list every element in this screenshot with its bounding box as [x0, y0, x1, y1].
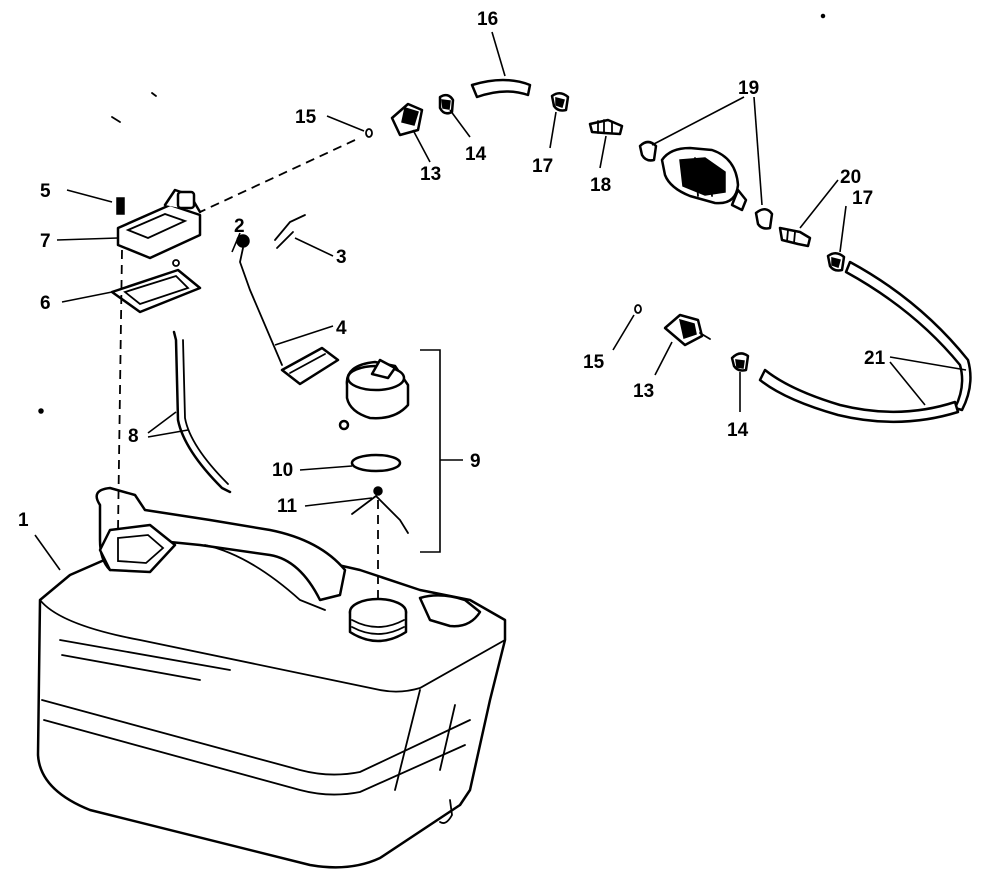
callout-15a: 15 — [295, 107, 317, 128]
alignment-lines — [117, 139, 379, 600]
callout-4: 4 — [336, 318, 347, 339]
callout-7: 7 — [40, 231, 51, 252]
callout-9: 9 — [470, 451, 481, 472]
cap-tether — [351, 486, 409, 534]
callout-15b: 15 — [583, 352, 605, 373]
callout-20: 20 — [840, 167, 861, 188]
callout-21: 21 — [864, 348, 886, 369]
callout-17a: 17 — [532, 156, 553, 177]
fuel-tank — [36, 486, 507, 869]
callout-14a: 14 — [465, 144, 487, 165]
o-ring-connector — [365, 128, 373, 138]
fuel-hose — [758, 260, 972, 424]
fuel-cap — [338, 358, 410, 431]
gasket — [110, 268, 202, 314]
callout-6: 6 — [40, 293, 51, 314]
callout-17b: 17 — [852, 188, 873, 209]
o-ring-small — [172, 259, 180, 267]
o-ring-engine — [634, 304, 642, 314]
short-hose — [470, 78, 532, 99]
callout-10: 10 — [272, 460, 293, 481]
clamp-17-lower — [826, 252, 846, 272]
callout-18: 18 — [590, 175, 611, 196]
engine-connector — [663, 313, 711, 347]
callout-19: 19 — [738, 78, 759, 99]
float-arm-assembly — [236, 234, 340, 386]
callout-8: 8 — [128, 426, 139, 447]
clamp-17-upper — [550, 92, 570, 112]
callout-3: 3 — [336, 247, 347, 268]
callout-11: 11 — [277, 496, 298, 517]
leader-lines — [34, 31, 967, 571]
screw — [116, 197, 125, 215]
print-specks — [38, 13, 826, 414]
fuel-pickup-cover — [116, 188, 202, 260]
callout-13b: 13 — [633, 381, 654, 402]
pickup-tube — [172, 330, 232, 494]
engine-fitting — [778, 226, 812, 248]
callout-2: 2 — [234, 216, 245, 237]
callout-13a: 13 — [420, 164, 441, 185]
hose-fitting — [588, 118, 624, 136]
retainer-clip — [274, 214, 306, 249]
callout-14b: 14 — [727, 420, 749, 441]
tank-connector — [390, 102, 424, 137]
callout-5: 5 — [40, 181, 51, 202]
clamp-14-lower — [730, 352, 750, 372]
callout-1: 1 — [18, 510, 29, 531]
cap-gasket — [350, 453, 402, 473]
callout-16: 16 — [477, 9, 498, 30]
callout-labels: 1 2 3 4 5 6 7 8 9 10 11 13 13 14 14 15 1… — [18, 9, 886, 531]
primer-bulb-assembly — [638, 140, 774, 230]
